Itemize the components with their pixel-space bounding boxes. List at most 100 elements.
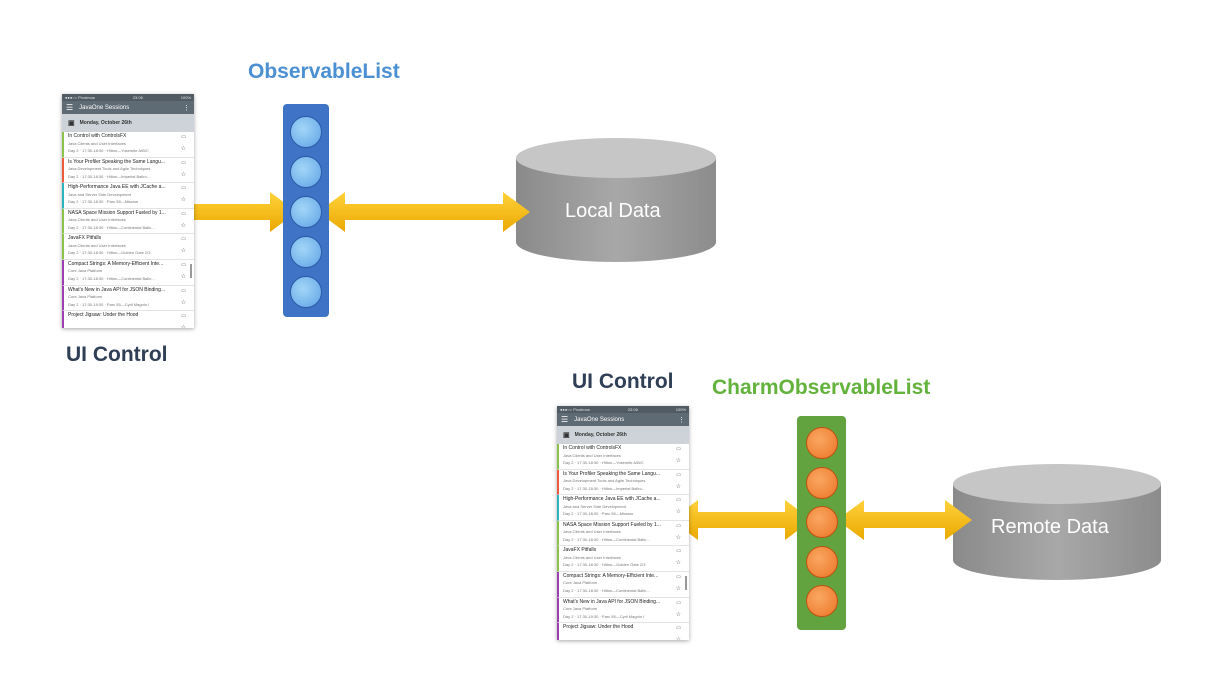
bookmark-icon[interactable]: ▭ [676,573,681,580]
list-element [290,116,322,148]
day-header: ▣ Monday, October 26th [557,426,689,444]
session-title: In Control with ControlsFX [563,445,622,451]
star-icon[interactable]: ☆ [180,248,186,255]
session-row[interactable]: Project Jigsaw: Under the Hood ▭ ☆ [557,623,689,640]
star-icon[interactable]: ☆ [676,636,681,640]
session-track: Java Clients and User Interfaces [563,554,621,560]
session-title: Project Jigsaw: Under the Hood [563,624,634,631]
app-bar: ☰ JavaOne Sessions ⋮ [557,413,689,426]
session-row[interactable]: Compact Strings: A Memory-Efficient Inte… [557,571,689,598]
star-icon[interactable]: ☆ [675,458,681,464]
list-element [805,585,838,617]
hamburger-icon[interactable]: ☰ [561,415,569,424]
bookmark-icon[interactable]: ▭ [181,159,186,166]
list-element [805,427,838,459]
session-track: Java and Server Side Development [563,503,626,509]
bookmark-icon[interactable]: ▭ [181,210,186,217]
session-track: Java Clients and User Interfaces [68,140,126,146]
star-icon[interactable]: ☆ [675,509,681,516]
scrollbar[interactable] [190,264,192,278]
session-row[interactable]: What's New in Java API for JSON Binding.… [557,597,689,624]
clock-text: 23:06 [627,407,638,412]
star-icon[interactable]: ☆ [180,197,186,204]
session-row[interactable]: NASA Space Mission Support Fueled by 1..… [557,520,689,547]
session-title: NASA Space Mission Support Fueled by 1..… [563,521,661,528]
session-details: Day 2 · 17:30-18:30 · Hilton—Yosemite A/… [563,460,644,465]
hamburger-icon[interactable]: ☰ [66,103,74,112]
bookmark-icon[interactable]: ▭ [676,599,681,606]
session-row[interactable]: Is Your Profiler Speaking the Same Langu… [62,157,194,184]
session-details: Day 2 · 17:30-18:30 · Parc 55—Mission [563,511,634,517]
bookmark-icon[interactable]: ▭ [181,134,186,140]
bookmark-icon[interactable]: ▭ [181,236,186,243]
local-data-cylinder [516,138,716,262]
session-title: Compact Strings: A Memory-Efficient Inte… [563,572,659,579]
arrow-charmlist-to-remote [837,500,972,540]
session-details: Day 2 · 17:30-19:30 · Parc 55—Cyril Magn… [563,613,645,619]
kebab-icon[interactable]: ⋮ [678,416,685,424]
star-icon[interactable]: ☆ [675,483,681,490]
day-header-label: Monday, October 26th [79,120,132,126]
star-icon[interactable]: ☆ [180,299,186,306]
kebab-icon[interactable]: ⋮ [183,104,190,112]
session-row[interactable]: Compact Strings: A Memory-Efficient Inte… [62,259,194,286]
session-title: Compact Strings: A Memory-Efficient Inte… [68,260,164,267]
session-row[interactable]: What's New in Java API for JSON Binding.… [62,285,194,312]
session-details: Day 2 · 17:30-18:30 · Hilton—Continental… [563,587,650,593]
bookmark-icon[interactable]: ▭ [676,522,681,529]
bookmark-icon[interactable]: ▭ [181,185,186,192]
star-icon[interactable]: ☆ [180,273,186,280]
session-row[interactable]: Project Jigsaw: Under the Hood ▭ ☆ [62,311,194,328]
bookmark-icon[interactable]: ▭ [676,446,681,452]
session-track: Core Java Platform [68,268,103,274]
star-icon[interactable]: ☆ [675,585,681,592]
session-details: Day 2 · 17:30-18:30 · Hilton—Imperial Ba… [68,173,151,179]
session-track: Java Development Tools and Agile Techniq… [68,166,151,172]
phone-ui-control-bottom: ●●●○○ Proximus 23:06 100% ☰ JavaOne Sess… [557,406,689,640]
list-element [290,156,322,188]
session-title: In Control with ControlsFX [68,133,127,139]
star-icon[interactable]: ☆ [180,146,186,152]
charmobservablelist-label: CharmObservableList [712,376,931,399]
status-bar: ●●●○○ Proximus 23:06 100% [62,94,194,101]
session-row[interactable]: Is Your Profiler Speaking the Same Langu… [557,469,689,496]
bookmark-icon[interactable]: ▭ [181,313,186,320]
bookmark-icon[interactable]: ▭ [181,287,186,294]
star-icon[interactable]: ☆ [180,171,186,178]
battery-text: 100% [675,407,686,412]
session-row[interactable]: High-Performance Java EE with JCache a..… [62,183,194,209]
arrow-ui-to-charmlist [671,500,812,540]
ui-control-label-bottom: UI Control [572,370,674,393]
bookmark-icon[interactable]: ▭ [676,625,681,632]
observablelist-label: ObservableList [248,60,400,83]
bookmark-icon[interactable]: ▭ [181,261,186,268]
session-title: JavaFX Pitfalls [68,235,102,242]
bookmark-icon[interactable]: ▭ [676,471,681,478]
session-title: Project Jigsaw: Under the Hood [68,312,139,319]
bookmark-icon[interactable]: ▭ [676,548,681,555]
session-title: What's New in Java API for JSON Binding.… [563,598,661,605]
arrow-ui-to-observablelist [165,192,297,232]
star-icon[interactable]: ☆ [180,222,186,229]
bookmark-icon[interactable]: ▭ [676,497,681,504]
session-row[interactable]: NASA Space Mission Support Fueled by 1..… [62,208,194,235]
arrow-observablelist-to-local [318,192,530,232]
session-track: Java Clients and User Interfaces [68,217,126,223]
remote-data-label: Remote Data [991,516,1109,538]
scrollbar[interactable] [685,576,687,590]
clock-text: 23:06 [132,95,143,100]
session-details: Day 2 · 17:30-18:30 · Hilton—Continental… [563,536,650,542]
session-title: What's New in Java API for JSON Binding.… [68,286,166,293]
session-row[interactable]: High-Performance Java EE with JCache a..… [557,495,689,521]
star-icon[interactable]: ☆ [181,324,186,328]
session-track: Core Java Platform [563,606,598,612]
star-icon[interactable]: ☆ [675,611,681,618]
star-icon[interactable]: ☆ [675,534,681,541]
star-icon[interactable]: ☆ [675,560,681,567]
session-title: Is Your Profiler Speaking the Same Langu… [68,158,166,165]
